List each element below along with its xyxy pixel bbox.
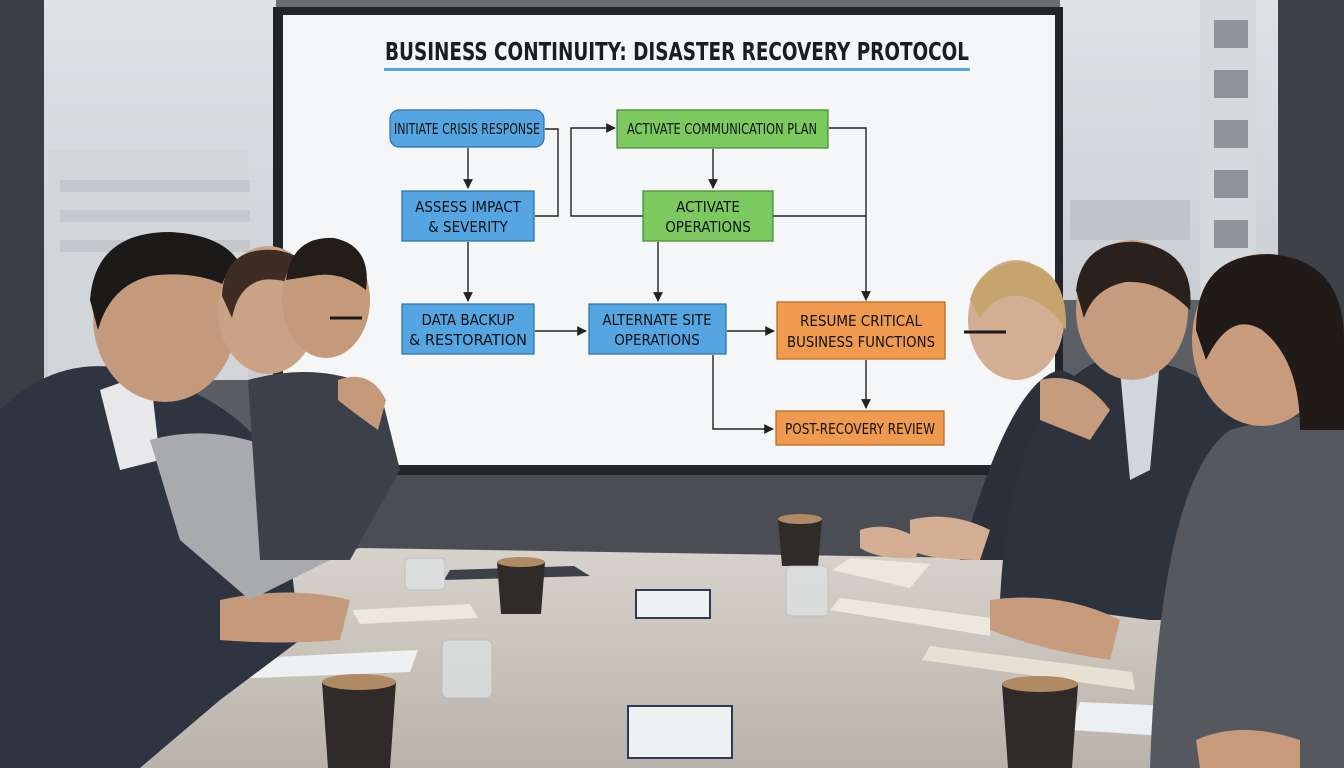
flow-connectors <box>463 123 871 434</box>
box-data-backup: DATA BACKUP & RESTORATION <box>401 303 535 355</box>
svg-text:ALTERNATE SITE: ALTERNATE SITE <box>602 311 711 329</box>
svg-text:ACTIVATE COMMUNICATION PLAN: ACTIVATE COMMUNICATION PLAN <box>627 120 817 138</box>
box-post-recovery-review: POST-RECOVERY REVIEW <box>775 410 945 446</box>
box-alternate-site-operations: ALTERNATE SITE OPERATIONS <box>588 303 727 355</box>
svg-text:BUSINESS FUNCTIONS: BUSINESS FUNCTIONS <box>787 333 935 351</box>
box-resume-critical-business-functions: RESUME CRITICAL BUSINESS FUNCTIONS <box>776 301 946 360</box>
title-underline <box>384 68 970 71</box>
svg-text:& RESTORATION: & RESTORATION <box>409 331 527 349</box>
svg-text:ASSESS IMPACT: ASSESS IMPACT <box>415 198 522 216</box>
box-activate-operations: ACTIVATE OPERATIONS <box>642 190 774 242</box>
svg-text:& SEVERITY: & SEVERITY <box>428 218 508 236</box>
slide-title: BUSINESS CONTINUITY: DISASTER RECOVERY P… <box>385 37 969 66</box>
box-assess-impact: ASSESS IMPACT & SEVERITY <box>401 190 535 242</box>
svg-text:DATA BACKUP: DATA BACKUP <box>422 311 515 329</box>
svg-text:OPERATIONS: OPERATIONS <box>614 331 700 349</box>
box-activate-communication-plan: ACTIVATE COMMUNICATION PLAN <box>616 109 829 149</box>
svg-text:RESUME CRITICAL: RESUME CRITICAL <box>800 312 922 330</box>
attendees-left <box>0 232 400 768</box>
svg-text:INITIATE CRISIS RESPONSE: INITIATE CRISIS RESPONSE <box>394 120 540 138</box>
svg-text:ACTIVATE: ACTIVATE <box>676 198 740 216</box>
svg-text:POST-RECOVERY REVIEW: POST-RECOVERY REVIEW <box>785 420 935 438</box>
svg-text:OPERATIONS: OPERATIONS <box>665 218 751 236</box>
attendees-right <box>860 240 1344 768</box>
cups-and-glasses <box>322 514 1078 768</box>
box-initiate-crisis-response: INITIATE CRISIS RESPONSE <box>389 109 545 148</box>
